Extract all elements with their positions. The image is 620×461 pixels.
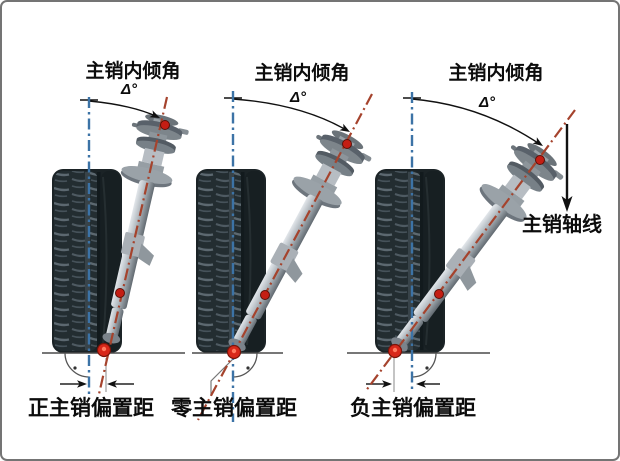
kingpin-axis-arrow-icon [561,124,573,212]
kingpin-axis-line-zero [197,93,373,421]
angle-arc-zero [224,97,352,136]
tire-illustration-zero [195,168,267,354]
angle-symbol-negative: Δ° [478,94,496,111]
angle-arc-negative [403,97,546,150]
ground-angle-arc-positive [64,352,90,378]
bottom-label-positive: 正主销偏置距 [28,397,154,420]
ground-angle-arc-negative [411,352,437,378]
bottom-label-negative: 负主销偏置距 [350,397,476,420]
kingpin-axis-line-positive [97,96,169,395]
ground-angle-arc-zero [232,352,258,378]
offset-dimension-negative [366,358,440,392]
pivot-dots [115,120,545,300]
angle-symbol-zero: Δ° [289,89,307,106]
bottom-label-zero: 零主销偏置距 [171,397,297,420]
top-label-positive: 主销内倾角 [85,61,181,82]
kingpin-axis-label: 主销轴线 [522,214,602,236]
offset-dimension-positive [60,358,134,392]
top-label-negative: 主销内倾角 [448,63,544,84]
top-label-zero: 主销内倾角 [254,63,350,84]
kingpin-axis-line-negative [364,109,576,393]
ground-contact-markers [96,342,403,360]
angle-symbol-positive: Δ° [120,81,138,98]
